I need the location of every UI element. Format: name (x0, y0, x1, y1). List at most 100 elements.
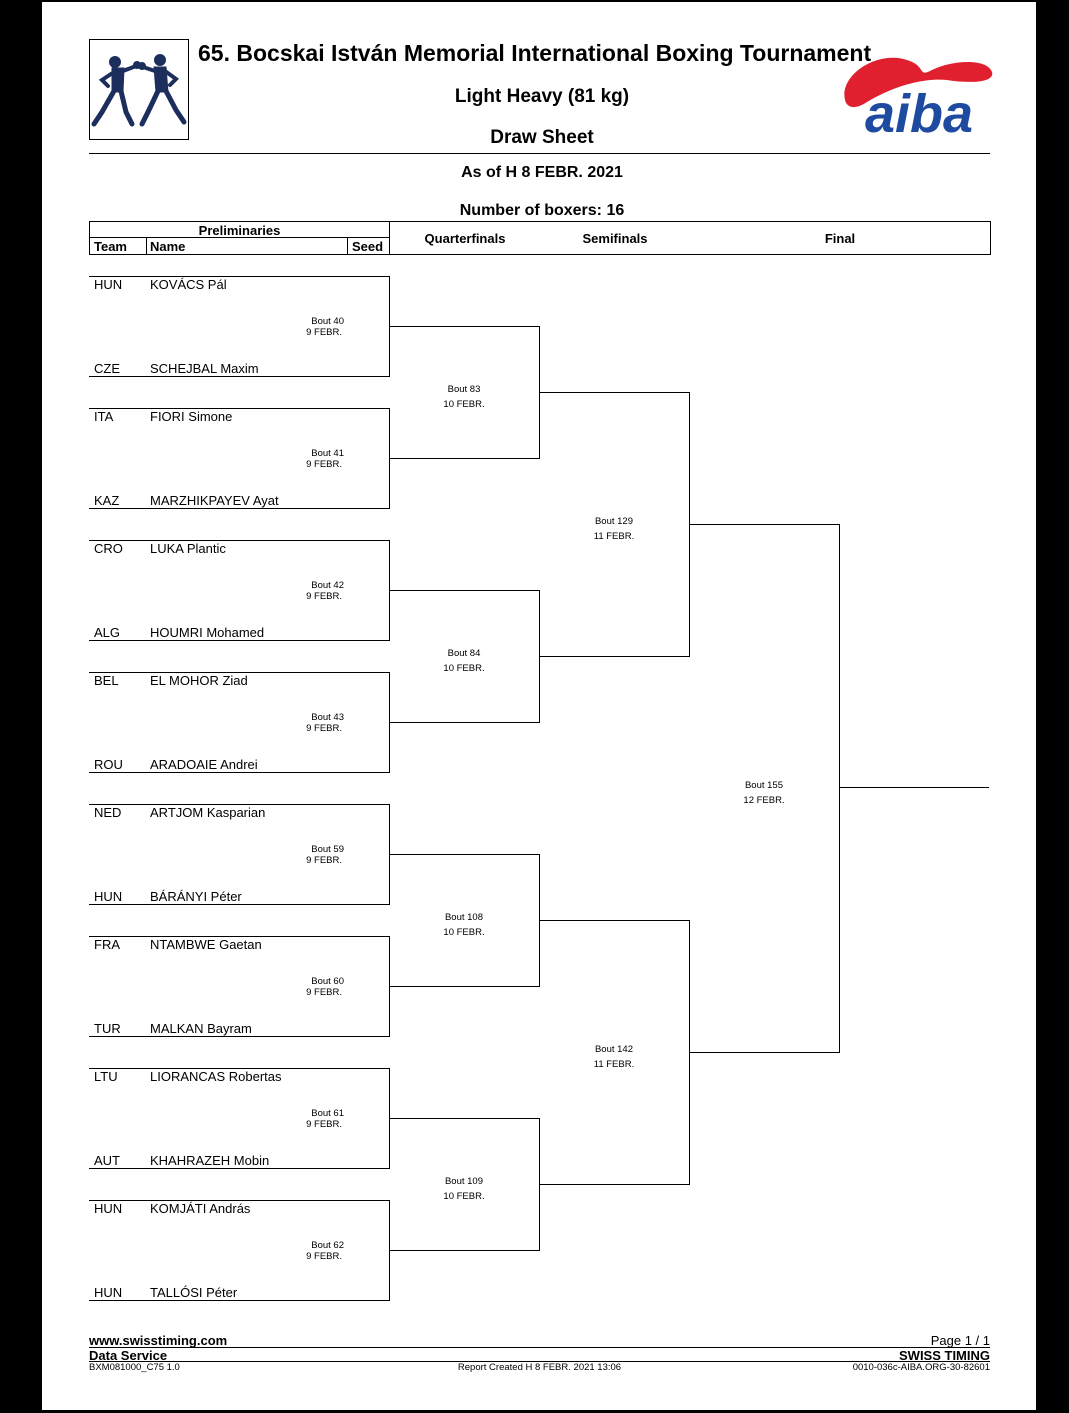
bracket-line (89, 1300, 390, 1301)
bout-date: 11 FEBR. (593, 531, 635, 542)
bracket-line (89, 1036, 390, 1037)
bout-date: 11 FEBR. (593, 1059, 635, 1070)
bout-date: 9 FEBR. (306, 723, 342, 734)
boxer-team: CRO (94, 541, 123, 556)
boxing-figures-icon (91, 54, 187, 127)
boxer-team: HUN (94, 1201, 123, 1216)
bout-date: 9 FEBR. (306, 987, 342, 998)
bout-number: Bout 59 (311, 844, 344, 855)
bracket-line (539, 392, 689, 393)
bracket-line (539, 656, 690, 657)
bracket-line (89, 772, 390, 773)
boxer-team: FRA (94, 937, 120, 952)
bracket-line (389, 854, 539, 855)
boxer-name: KOVÁCS Pál (150, 277, 227, 292)
boxer-team: NED (94, 805, 122, 820)
bout-number: Bout 83 (447, 384, 481, 395)
bracket-line (89, 540, 389, 541)
bracket-line (89, 1200, 389, 1201)
bout-number: Bout 108 (444, 912, 484, 923)
bracket-line (89, 904, 390, 905)
bracket-line (89, 508, 390, 509)
boxer-name: ARTJOM Kasparian (150, 805, 266, 820)
bout-date: 9 FEBR. (306, 327, 342, 338)
bracket-line (89, 1168, 390, 1169)
bout-number: Bout 43 (311, 712, 344, 723)
svg-text:aiba: aiba (865, 84, 973, 140)
bout-date: 9 FEBR. (306, 1251, 342, 1262)
bracket-line (89, 804, 389, 805)
bracket-line (539, 1184, 690, 1185)
boxer-name: SCHEJBAL Maxim (150, 361, 259, 376)
seed-header: Seed (352, 239, 384, 254)
bout-date: 9 FEBR. (306, 591, 342, 602)
bracket-line (89, 640, 390, 641)
page-number: Page 1 / 1 (930, 1333, 990, 1348)
final-header: Final (824, 231, 856, 246)
footer-divider (89, 1347, 990, 1348)
bracket-line (89, 1068, 389, 1069)
bracket-line (839, 524, 840, 1052)
bracket-line (89, 936, 389, 937)
sheet-title: Draw Sheet (490, 127, 594, 148)
boxer-team: CZE (94, 361, 120, 376)
company-name: SWISS TIMING (899, 1348, 990, 1363)
boxers-logo (89, 39, 189, 140)
column-header (89, 221, 991, 255)
header-divider (89, 153, 990, 154)
quarterfinals-header: Quarterfinals (424, 231, 506, 246)
boxer-count: Number of boxers: 16 (459, 202, 625, 219)
as-of-date: As of H 8 FEBR. 2021 (461, 164, 623, 181)
preliminaries-header: Preliminaries (198, 223, 281, 238)
bracket-line (389, 986, 540, 987)
boxer-name: KHAHRAZEH Mobin (150, 1153, 270, 1168)
boxer-team: TUR (94, 1021, 121, 1036)
boxer-team: HUN (94, 277, 123, 292)
boxer-team: ALG (94, 625, 121, 640)
bracket-line (389, 1118, 539, 1119)
bout-date: 9 FEBR. (306, 1119, 342, 1130)
boxer-team: BEL (94, 673, 119, 688)
boxer-team: ROU (94, 757, 123, 772)
bracket-line (389, 458, 540, 459)
boxer-name: EL MOHOR Ziad (150, 673, 248, 688)
bout-number: Bout 84 (447, 648, 481, 659)
boxer-name: HOUMRI Mohamed (150, 625, 265, 640)
team-header: Team (94, 239, 127, 254)
bout-number: Bout 129 (594, 516, 634, 527)
boxer-team: AUT (94, 1153, 120, 1168)
weight-class: Light Heavy (81 kg) (454, 86, 630, 107)
bracket-line (89, 276, 389, 277)
boxer-name: MALKAN Bayram (150, 1021, 252, 1036)
bout-number: Bout 62 (311, 1240, 344, 1251)
bout-number: Bout 155 (744, 780, 784, 791)
website-link[interactable]: www.swisstiming.com (89, 1333, 228, 1348)
bracket-line (389, 590, 539, 591)
bout-date: 10 FEBR. (443, 399, 485, 410)
name-header: Name (150, 239, 186, 254)
draw-sheet-page: aiba 65. Bocskai István Memorial Interna… (42, 2, 1036, 1410)
bracket-line (689, 524, 839, 525)
data-service: Data Service (89, 1348, 168, 1363)
boxer-name: LIORANCAS Robertas (150, 1069, 282, 1084)
bracket-line (389, 326, 539, 327)
boxer-name: LUKA Plantic (150, 541, 226, 556)
boxer-team: KAZ (94, 493, 120, 508)
boxer-name: NTAMBWE Gaetan (150, 937, 262, 952)
bracket-line (89, 376, 390, 377)
boxer-name: TALLÓSI Péter (150, 1285, 238, 1300)
bout-number: Bout 142 (594, 1044, 634, 1055)
bout-date: 9 FEBR. (306, 459, 342, 470)
boxer-team: LTU (94, 1069, 118, 1084)
boxer-team: HUN (94, 889, 123, 904)
boxer-team: HUN (94, 1285, 123, 1300)
bout-date: 10 FEBR. (443, 1191, 485, 1202)
semifinals-header: Semifinals (582, 231, 648, 246)
bout-number: Bout 61 (311, 1108, 344, 1119)
bout-date: 9 FEBR. (306, 855, 342, 866)
bracket-line (89, 672, 389, 673)
tournament-title: 65. Bocskai István Memorial Internationa… (198, 40, 872, 66)
bout-date: 10 FEBR. (443, 663, 485, 674)
bracket-line (539, 920, 689, 921)
bout-number: Bout 60 (311, 976, 344, 987)
